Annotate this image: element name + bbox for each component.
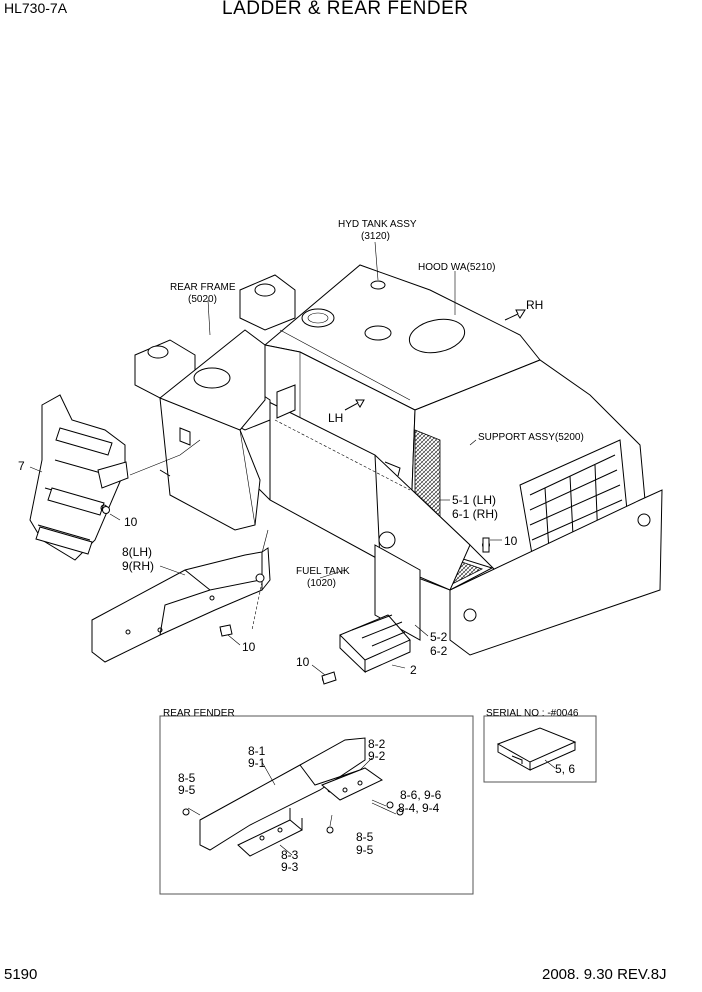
- callout-serial-parts: 5, 6: [555, 762, 575, 776]
- callout-d-8-2: 8-2: [368, 737, 386, 751]
- callout-d-8-3: 8-3: [281, 848, 299, 862]
- callout-d-8-4: 8-4, 9-4: [398, 801, 440, 815]
- bolts: [102, 506, 490, 685]
- callout-step-bottom: 2: [410, 663, 417, 677]
- label-rear-frame-code: (5020): [188, 294, 217, 305]
- callout-fender-lh: 8(LH): [122, 545, 152, 559]
- callout-bolt-step: 10: [504, 534, 518, 548]
- label-rh: RH: [526, 298, 543, 312]
- leader-lines: [29, 241, 526, 676]
- callout-bolt-fender: 10: [242, 640, 256, 654]
- page-number: 5190: [4, 966, 38, 983]
- step-part-2: [339, 614, 411, 674]
- label-lh: LH: [328, 411, 343, 425]
- callout-bolt-bottom: 10: [296, 655, 310, 669]
- revision-date: 2008. 9.30 REV.8J: [542, 966, 667, 983]
- model-number: HL730-7A: [4, 0, 68, 16]
- label-support-assy: SUPPORT ASSY(5200): [478, 432, 584, 443]
- callout-ladder: 7: [18, 459, 25, 473]
- rear-fender-detail-box: [159, 715, 474, 895]
- callout-d-9-5-top: 9-5: [178, 783, 196, 797]
- ladder-part-7: [29, 394, 201, 561]
- callout-bracket-lh: 5-2: [430, 630, 448, 644]
- label-hyd-tank-code: (3120): [361, 231, 390, 242]
- label-fuel-tank: FUEL TANK: [296, 566, 350, 577]
- label-serial-box: SERIAL NO : -#0046: [486, 708, 579, 719]
- page-title: LADDER & REAR FENDER: [222, 0, 469, 19]
- label-fuel-tank-code: (1020): [307, 578, 336, 589]
- callout-bracket-rh: 6-2: [430, 644, 448, 658]
- callout-step-lh: 5-1 (LH): [452, 493, 496, 507]
- callout-numbers: 7 10 8(LH) 9(RH) 10 5-1 (LH) 6-1 (RH) 10…: [18, 459, 575, 874]
- diagram-labels: HYD TANK ASSY (3120) HOOD WA(5210) REAR …: [163, 219, 584, 719]
- rear-fender-part-8-9: [91, 529, 271, 663]
- callout-d-9-2: 9-2: [368, 749, 386, 763]
- callout-d-9-5-bottom: 9-5: [356, 843, 374, 857]
- callout-fender-rh: 9(RH): [122, 559, 154, 573]
- callout-d-8-1: 8-1: [248, 744, 266, 758]
- callout-d-8-6: 8-6, 9-6: [400, 788, 442, 802]
- label-hyd-tank: HYD TANK ASSY: [338, 219, 417, 230]
- callout-step-rh: 6-1 (RH): [452, 507, 498, 521]
- label-rear-frame: REAR FRAME: [170, 282, 236, 293]
- callout-bolt-ladder: 10: [124, 515, 138, 529]
- label-hood: HOOD WA(5210): [418, 262, 495, 273]
- callout-d-9-3: 9-3: [281, 860, 299, 874]
- serial-number-box: [483, 715, 597, 783]
- callout-d-8-5-top: 8-5: [178, 771, 196, 785]
- machine-body: [134, 264, 663, 656]
- callout-d-9-1: 9-1: [248, 756, 266, 770]
- callout-d-8-5-bottom: 8-5: [356, 830, 374, 844]
- label-rear-fender-box: REAR FENDER: [163, 708, 235, 719]
